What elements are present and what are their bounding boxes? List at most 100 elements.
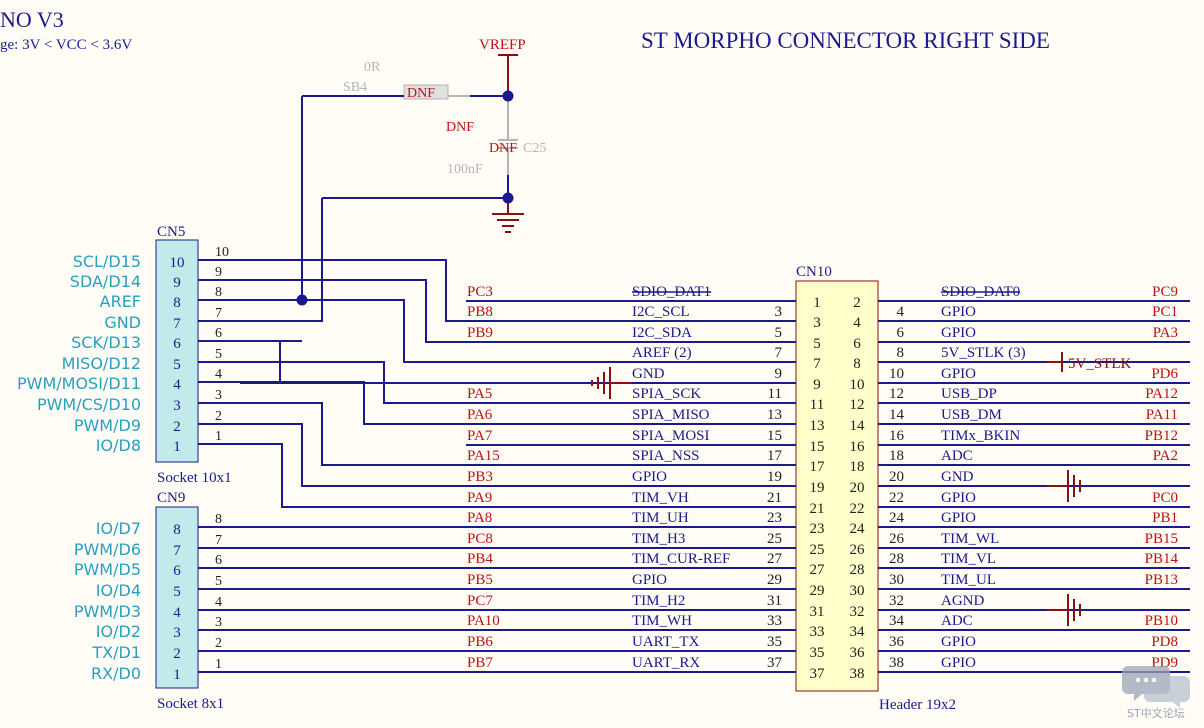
cn10-left-function: AREF (2) bbox=[632, 345, 692, 361]
cn10-right-pin-number: 28 bbox=[889, 551, 904, 567]
cn10-body-right-number: 30 bbox=[850, 583, 865, 599]
cn5-pin-number: 4 bbox=[215, 367, 222, 382]
cn10-right-pin-number: 18 bbox=[889, 448, 904, 464]
cn10-right-pin-number: 32 bbox=[889, 593, 904, 609]
cn9-body-pin-number: 6 bbox=[173, 563, 181, 579]
bubble-dot-2 bbox=[1143, 677, 1149, 683]
cn10-body-right-number: 20 bbox=[850, 480, 865, 496]
cn10-right-pin-number: 34 bbox=[889, 613, 905, 629]
cn10-body-left-number: 5 bbox=[813, 336, 821, 352]
cn10-left-function: TIM_H2 bbox=[632, 593, 685, 609]
cn10-left-pin-number: 21 bbox=[767, 490, 782, 506]
cn9-pin-number: 6 bbox=[215, 553, 222, 568]
cn10-body-left-number: 21 bbox=[810, 501, 825, 517]
cn10-right-function: TIM_VL bbox=[941, 551, 996, 567]
cn5-signal-label: SCL/D15 bbox=[73, 252, 141, 271]
cn10-right-pin-number: 10 bbox=[889, 366, 904, 382]
cn9-pin-number: 2 bbox=[215, 636, 222, 651]
cn9-body-pin-number: 2 bbox=[173, 646, 181, 662]
cn10-left-function: TIM_VH bbox=[632, 490, 689, 506]
cn10-right-function: TIMx_BKIN bbox=[941, 428, 1020, 444]
cn10-right-pin-number: 6 bbox=[897, 325, 905, 341]
cn10-right-pin-number: 14 bbox=[889, 407, 905, 423]
route-cn5-1-pa9 bbox=[198, 443, 466, 508]
route-cn5-9-pb9 bbox=[198, 279, 466, 343]
cn10-left-pin-number: 5 bbox=[775, 325, 783, 341]
cn10-right-function: GPIO bbox=[941, 490, 976, 506]
cn10-right-function: GND bbox=[941, 469, 974, 485]
cn5-signal-label: PWM/CS/D10 bbox=[37, 395, 141, 414]
cn5-body-pin-number: 8 bbox=[173, 295, 181, 311]
cn10-body-left-number: 27 bbox=[810, 562, 826, 578]
cn5-pin-number: 3 bbox=[215, 388, 222, 403]
cn10-left-port: PB8 bbox=[467, 304, 493, 320]
cn10-right-port: PB10 bbox=[1145, 613, 1178, 629]
cn5-body-pin-number: 1 bbox=[173, 439, 181, 455]
cn10-right-port: PA3 bbox=[1153, 325, 1178, 341]
c25-dnf-1: DNF bbox=[446, 120, 474, 135]
cn10-body-left-number: 15 bbox=[810, 439, 825, 455]
cn10-body-right-number: 4 bbox=[853, 315, 861, 331]
route-cn5-6-pa5-b bbox=[240, 341, 466, 384]
cn5-pin-number: 7 bbox=[215, 306, 222, 321]
cn10-right-function: GPIO bbox=[941, 325, 976, 341]
cn5-signal-label: MISO/D12 bbox=[62, 354, 141, 373]
cn10-body-left-number: 17 bbox=[810, 459, 826, 475]
cn10-left-pin-number: 29 bbox=[767, 572, 782, 588]
cn10-left-port: PA5 bbox=[467, 386, 492, 402]
cn10-right-port: PC0 bbox=[1152, 490, 1178, 506]
cn10-right-port: PC1 bbox=[1152, 304, 1178, 320]
cn5-body-pin-number: 7 bbox=[173, 316, 181, 332]
cn10-body-right-number: 16 bbox=[850, 439, 866, 455]
cn10-left-port: PC7 bbox=[467, 593, 493, 609]
cn5-pin-number: 10 bbox=[215, 245, 229, 260]
cn10-left-port: PA6 bbox=[467, 407, 493, 423]
cn10-body-right-number: 36 bbox=[850, 645, 866, 661]
cn10-body-right-number: 38 bbox=[850, 666, 865, 682]
cn9-body-pin-number: 4 bbox=[173, 605, 181, 621]
cn10-left-port: PB4 bbox=[467, 551, 493, 567]
cn10-right-pin-number: 8 bbox=[897, 345, 905, 361]
cn10-left-pin-number: 15 bbox=[767, 428, 782, 444]
cn10-body-right-number: 24 bbox=[850, 521, 866, 537]
cn9-body-pin-number: 3 bbox=[173, 625, 181, 641]
cn10-right-port: PB12 bbox=[1145, 428, 1178, 444]
cn10-right-function: SDIO_DAT0 bbox=[941, 284, 1020, 300]
watermark: ST中文论坛 bbox=[1122, 666, 1190, 720]
cn10-right-pin-number: 12 bbox=[889, 386, 904, 402]
cn10-left-pin-number: 7 bbox=[775, 345, 783, 361]
sb4-value: 0R bbox=[364, 60, 381, 75]
cn10-right-pin-number: 38 bbox=[889, 655, 904, 671]
cn9-signal-label: RX/D0 bbox=[91, 664, 141, 683]
cn10-left-function: UART_RX bbox=[632, 655, 700, 671]
cn10-left-port: PC3 bbox=[467, 284, 493, 300]
cn5-footprint: Socket 10x1 bbox=[157, 470, 232, 486]
stlk-net-label: 5V_STLK bbox=[1068, 356, 1132, 372]
watermark-text: ST中文论坛 bbox=[1127, 706, 1185, 720]
cn5-ref: CN5 bbox=[157, 224, 185, 240]
cn10-right-port: PB1 bbox=[1152, 510, 1178, 526]
cn9-signal-label: TX/D1 bbox=[91, 643, 141, 662]
cn10-right-function: GPIO bbox=[941, 366, 976, 382]
cn5-signal-label: AREF bbox=[100, 292, 141, 311]
cn10-body-right-number: 6 bbox=[853, 336, 861, 352]
cn10-right-function: TIM_WL bbox=[941, 531, 999, 547]
cn10-right-port: PA11 bbox=[1146, 407, 1178, 423]
cn10-left-pin-number: 19 bbox=[767, 469, 782, 485]
cn5-pin-number: 5 bbox=[215, 347, 222, 362]
c25-value: 100nF bbox=[447, 162, 483, 177]
cn5-body-pin-number: 4 bbox=[173, 377, 181, 393]
cn10-left-function: SDIO_DAT1 bbox=[632, 284, 711, 300]
cn10-body-left-number: 19 bbox=[810, 480, 825, 496]
cn10-right-function: GPIO bbox=[941, 655, 976, 671]
cn10-left-port: PB3 bbox=[467, 469, 493, 485]
cn5-pin-number: 6 bbox=[215, 326, 222, 341]
cn9-body bbox=[155, 506, 199, 689]
cn10-right-function: TIM_UL bbox=[941, 572, 996, 588]
cn10-left-port: PA15 bbox=[467, 448, 500, 464]
cn10-left-function: TIM_UH bbox=[632, 510, 689, 526]
cn10-body-left-number: 1 bbox=[813, 295, 821, 311]
cn10-left-pin-number: 31 bbox=[767, 593, 782, 609]
